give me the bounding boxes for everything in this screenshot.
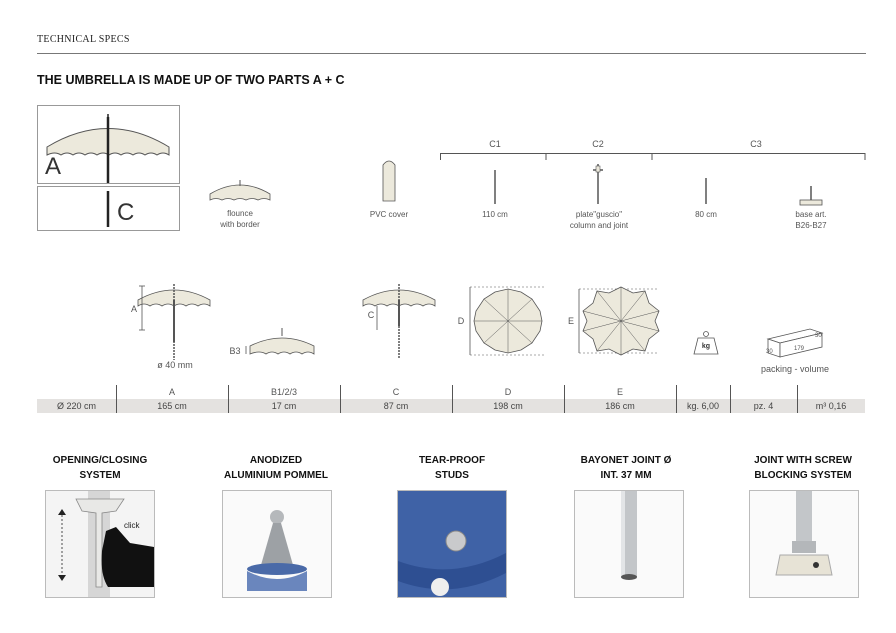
- c1-length-label: 110 cm: [482, 210, 508, 219]
- table-divider: [452, 385, 453, 413]
- c2-description: plate"guscio" column and joint: [569, 210, 629, 230]
- dim-c-label: C: [367, 310, 375, 320]
- c2-column-illustration: [593, 164, 603, 204]
- table-divider: [116, 385, 117, 413]
- pvc-cover-illustration: [382, 160, 396, 202]
- table-header-e: E: [616, 387, 623, 397]
- table-cell-volume: m³ 0,16: [815, 401, 847, 411]
- bayonet-joint-photo: [574, 490, 684, 598]
- header-divider: [37, 53, 866, 54]
- table-cell-e: 186 cm: [605, 401, 635, 411]
- c-group-bracket: [440, 153, 866, 160]
- table-divider: [797, 385, 798, 413]
- group-c3-label: C3: [750, 139, 762, 149]
- group-c2-label: C2: [592, 139, 604, 149]
- packing-volume-label: packing - volume: [760, 364, 830, 374]
- table-divider: [676, 385, 677, 413]
- table-cell-pieces: pz. 4: [753, 401, 774, 411]
- c3-base-illustration: [799, 186, 823, 206]
- umbrella-dimension-c: [362, 284, 436, 358]
- dim-d-label: D: [457, 316, 465, 326]
- c3-base-label: base art. B26-B27: [795, 210, 827, 230]
- flounce-dimension-b: [245, 328, 315, 355]
- group-c1-label: C1: [489, 139, 501, 149]
- flounce-illustration: [209, 180, 271, 201]
- table-cell-b: 17 cm: [271, 401, 297, 411]
- feature-title-studs: TEAR-PROOF STUDS: [418, 455, 486, 481]
- flounce-label: flounce with border: [220, 209, 260, 229]
- canopy-dimension-d: [469, 286, 546, 356]
- feature-title-opening: OPENING/CLOSING SYSTEM: [52, 455, 148, 481]
- table-cell-diameter: Ø 220 cm: [56, 401, 96, 411]
- weight-icon: [693, 331, 719, 355]
- table-divider: [730, 385, 731, 413]
- table-divider: [340, 385, 341, 413]
- packing-dim-l: 179: [794, 346, 805, 352]
- c3-length-label: 80 cm: [695, 210, 717, 219]
- table-cell-c: 87 cm: [383, 401, 409, 411]
- section-title: TECHNICAL SPECS: [37, 34, 130, 45]
- umbrella-dimension-a: [137, 284, 211, 360]
- table-header-b: B1/2/3: [270, 387, 298, 397]
- part-c-label: C: [117, 199, 135, 226]
- table-cell-weight: kg. 6,00: [686, 401, 720, 411]
- part-a-label: A: [45, 153, 62, 180]
- packing-dim-h: 30: [815, 333, 822, 339]
- pvc-cover-label: PVC cover: [369, 210, 409, 219]
- screw-joint-photo: [749, 490, 859, 598]
- aluminium-pommel-photo: [222, 490, 332, 598]
- dim-b-label: B3: [229, 346, 241, 356]
- table-header-a: A: [168, 387, 175, 397]
- feature-title-pommel: ANODIZED ALUMINIUM POMMEL: [224, 455, 328, 481]
- opening-system-photo: click: [45, 490, 155, 598]
- feature-title-screw: JOINT WITH SCREW BLOCKING SYSTEM: [754, 455, 852, 481]
- dim-e-label: E: [567, 316, 574, 326]
- table-cell-d: 198 cm: [493, 401, 523, 411]
- weight-icon-label: kg: [701, 343, 711, 350]
- click-note: click: [124, 521, 140, 530]
- tear-proof-studs-photo: [397, 490, 507, 598]
- page-subtitle: THE UMBRELLA IS MADE UP OF TWO PARTS A +…: [37, 73, 345, 87]
- parts-ac-illustration: [37, 105, 180, 231]
- feature-title-bayonet: BAYONET JOINT Ø INT. 37 MM: [580, 455, 672, 481]
- canopy-dimension-e: [578, 286, 660, 356]
- pole-diameter-label: ø 40 mm: [157, 360, 193, 370]
- packing-dim-w: 30: [766, 349, 773, 355]
- table-divider: [228, 385, 229, 413]
- table-divider: [564, 385, 565, 413]
- c3-pole-illustration: [705, 178, 707, 204]
- table-header-d: D: [504, 387, 512, 397]
- parts-ac-box: A C: [37, 105, 180, 231]
- c1-pole-illustration: [494, 170, 496, 204]
- dim-a-label: A: [130, 304, 137, 314]
- specs-table-row: [37, 399, 865, 413]
- packing-box-icon: [766, 328, 824, 358]
- table-header-c: C: [392, 387, 400, 397]
- table-cell-a: 165 cm: [157, 401, 187, 411]
